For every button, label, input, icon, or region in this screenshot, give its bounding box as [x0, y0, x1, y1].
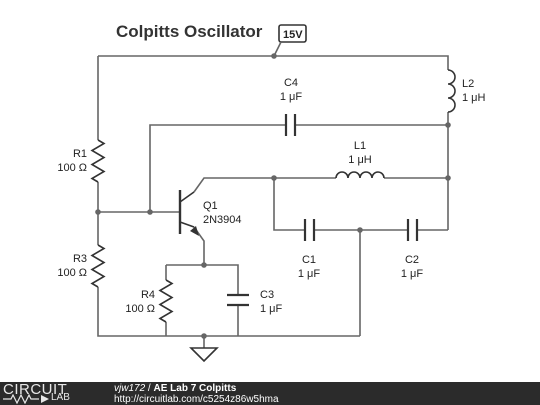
- q1-value: 2N3904: [203, 214, 242, 226]
- schematic-canvas: Colpitts Oscillator 15V: [57, 22, 486, 363]
- junction-dot: [95, 209, 101, 215]
- logo-text-bottom: LAB: [51, 392, 70, 403]
- wire-c4-left: [149, 124, 286, 212]
- c3-name: C3: [260, 289, 274, 301]
- capacitor-c3[interactable]: C3 1 μF: [227, 289, 283, 315]
- r4-name: R4: [141, 289, 155, 301]
- junction-dot: [271, 53, 277, 59]
- inductor-l1[interactable]: L1 1 μH: [335, 140, 385, 179]
- c2-name: C2: [405, 254, 419, 266]
- junction-dot: [201, 262, 207, 268]
- r4-value: 100 Ω: [125, 303, 155, 315]
- project-name[interactable]: AE Lab 7 Colpitts: [153, 383, 237, 394]
- junction-dot: [445, 175, 451, 181]
- c4-name: C4: [284, 77, 298, 89]
- schematic-title: Colpitts Oscillator: [116, 22, 263, 41]
- junction-dot: [147, 209, 153, 215]
- l1-value: 1 μH: [348, 154, 372, 166]
- c1-name: C1: [302, 254, 316, 266]
- r3-value: 100 Ω: [57, 267, 87, 279]
- junction-dot: [357, 227, 363, 233]
- wire-emitter-branch: [166, 264, 239, 295]
- footer-bar: CIRCUIT LAB vjw172 / AE Lab 7 Colpitts h…: [0, 381, 540, 405]
- circuit-url-link[interactable]: http://circuitlab.com/c5254z86w5hma: [114, 394, 279, 405]
- logo-resistor-icon: [3, 394, 49, 404]
- wire-top-rail: [98, 55, 449, 70]
- r1-value: 100 Ω: [57, 162, 87, 174]
- resistor-r1[interactable]: R1 100 Ω: [57, 139, 106, 183]
- wire-tank-left: [273, 178, 305, 231]
- resistor-r4[interactable]: R4 100 Ω: [125, 279, 174, 323]
- circuit-meta: vjw172 / AE Lab 7 Colpitts http://circui…: [114, 383, 279, 405]
- wire-collector: [193, 177, 336, 193]
- capacitor-c2[interactable]: C2 1 μF: [401, 219, 424, 280]
- c4-value: 1 μF: [280, 91, 303, 103]
- q1-name: Q1: [203, 200, 218, 212]
- r3-name: R3: [73, 253, 87, 265]
- circuitlab-logo[interactable]: CIRCUIT LAB: [3, 381, 95, 404]
- junction-dot: [271, 175, 277, 181]
- junction-dot: [445, 122, 451, 128]
- inductor-l2[interactable]: L2 1 μH: [447, 69, 486, 113]
- logo-text-top: CIRCUIT: [3, 381, 68, 398]
- voltage-source-label: 15V: [283, 29, 303, 41]
- c2-value: 1 μF: [401, 268, 424, 280]
- capacitor-c4[interactable]: C4 1 μF: [280, 77, 303, 136]
- capacitor-c1[interactable]: C1 1 μF: [298, 219, 321, 280]
- l2-value: 1 μH: [462, 92, 486, 104]
- c3-value: 1 μF: [260, 303, 283, 315]
- resistor-r3[interactable]: R3 100 Ω: [57, 244, 106, 288]
- l1-name: L1: [354, 140, 366, 152]
- ground-symbol[interactable]: [189, 336, 219, 363]
- transistor-q1[interactable]: Q1 2N3904: [178, 190, 242, 236]
- c1-value: 1 μF: [298, 268, 321, 280]
- junction-dot: [201, 333, 207, 339]
- wire-left-bottom: [97, 287, 360, 337]
- r1-name: R1: [73, 148, 87, 160]
- voltage-source-15v[interactable]: 15V: [273, 24, 307, 57]
- path-separator: /: [145, 383, 154, 394]
- author-name[interactable]: vjw172: [114, 383, 146, 394]
- l2-name: L2: [462, 78, 474, 90]
- emitter-arrow-icon: [190, 226, 199, 236]
